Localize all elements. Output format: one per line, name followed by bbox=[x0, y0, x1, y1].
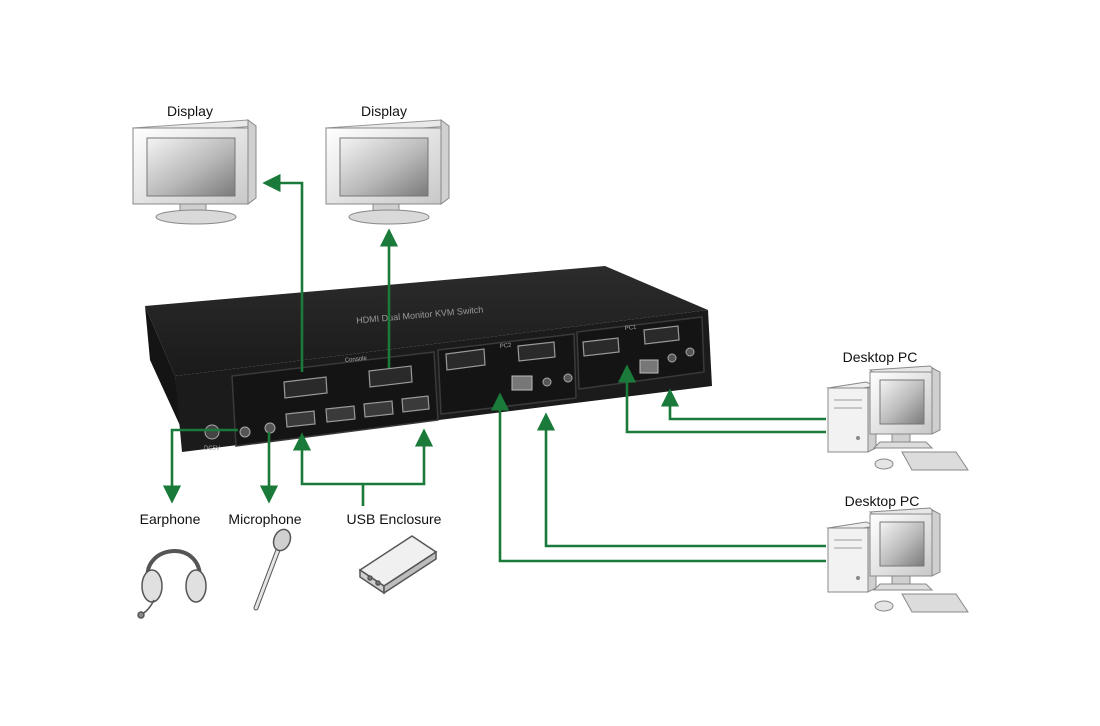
kvm-switch: HDMI Dual Monitor KVM Switch Console PC2… bbox=[145, 266, 712, 452]
connection-lines bbox=[162, 173, 826, 563]
microphone-icon bbox=[253, 528, 292, 611]
usb-enclosure-label: USB Enclosure bbox=[347, 511, 442, 527]
display-label: Display bbox=[167, 103, 213, 119]
usb-enclosure: USB Enclosure bbox=[347, 511, 442, 595]
display-2: Display bbox=[324, 103, 450, 225]
earphone-label: Earphone bbox=[140, 511, 201, 527]
pc1-label: PC1 bbox=[625, 325, 638, 332]
line-console-hdmi-display1 bbox=[262, 173, 304, 372]
line-earphone bbox=[162, 428, 238, 504]
line-pc1-hdmi bbox=[617, 364, 826, 434]
desktop-pc-2: Desktop PC bbox=[826, 493, 969, 613]
headset-icon bbox=[137, 549, 207, 619]
usb-b-port bbox=[511, 359, 659, 391]
kvm-top bbox=[145, 266, 708, 376]
line-usb-enclosure bbox=[300, 428, 434, 486]
hdmi-port bbox=[283, 325, 680, 399]
earphone: Earphone bbox=[137, 511, 207, 619]
desktop-pc-label: Desktop PC bbox=[845, 493, 920, 509]
display-1: Display bbox=[131, 103, 257, 225]
kvm-side bbox=[145, 306, 182, 430]
console-label: Console bbox=[345, 356, 368, 364]
usb-port bbox=[285, 395, 430, 428]
desktop-pc-1: Desktop PC bbox=[826, 349, 969, 471]
line-pc2-usb bbox=[536, 412, 826, 548]
desktop-pc-icon bbox=[826, 507, 969, 613]
desktop-pc-label: Desktop PC bbox=[843, 349, 918, 365]
display-icon bbox=[131, 119, 257, 225]
dc-label: DC5V bbox=[204, 446, 220, 452]
line-pc2-hdmi bbox=[490, 392, 826, 563]
microphone: Microphone bbox=[228, 511, 302, 611]
dc-power-jack bbox=[204, 424, 220, 440]
microphone-label: Microphone bbox=[228, 511, 301, 527]
line-pc1-usb bbox=[660, 388, 826, 421]
usb-enclosure-icon bbox=[358, 535, 438, 595]
display-icon bbox=[324, 119, 450, 225]
pc2-label: PC2 bbox=[500, 343, 513, 350]
display-label: Display bbox=[361, 103, 407, 119]
desktop-pc-icon bbox=[826, 365, 969, 471]
